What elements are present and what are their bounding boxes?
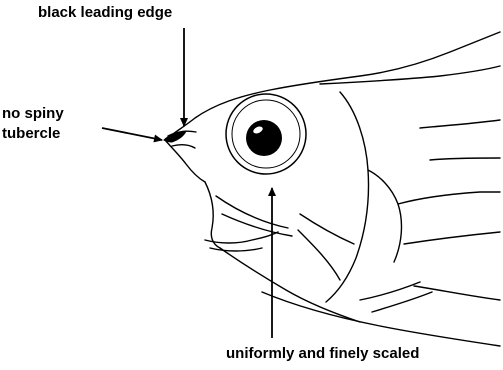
label-no-spiny-tubercle-line2: tubercle: [2, 124, 64, 144]
label-no-spiny-tubercle: no spiny tubercle: [2, 104, 64, 144]
label-black-leading-edge: black leading edge: [38, 4, 172, 22]
label-uniformly-finely-scaled: uniformly and finely scaled: [226, 345, 419, 363]
eye: [226, 94, 306, 174]
fish-head-outline: [165, 32, 500, 346]
arrow-no-spiny-tubercle: [102, 128, 162, 140]
pupil: [246, 120, 282, 156]
label-no-spiny-tubercle-line1: no spiny: [2, 104, 64, 124]
